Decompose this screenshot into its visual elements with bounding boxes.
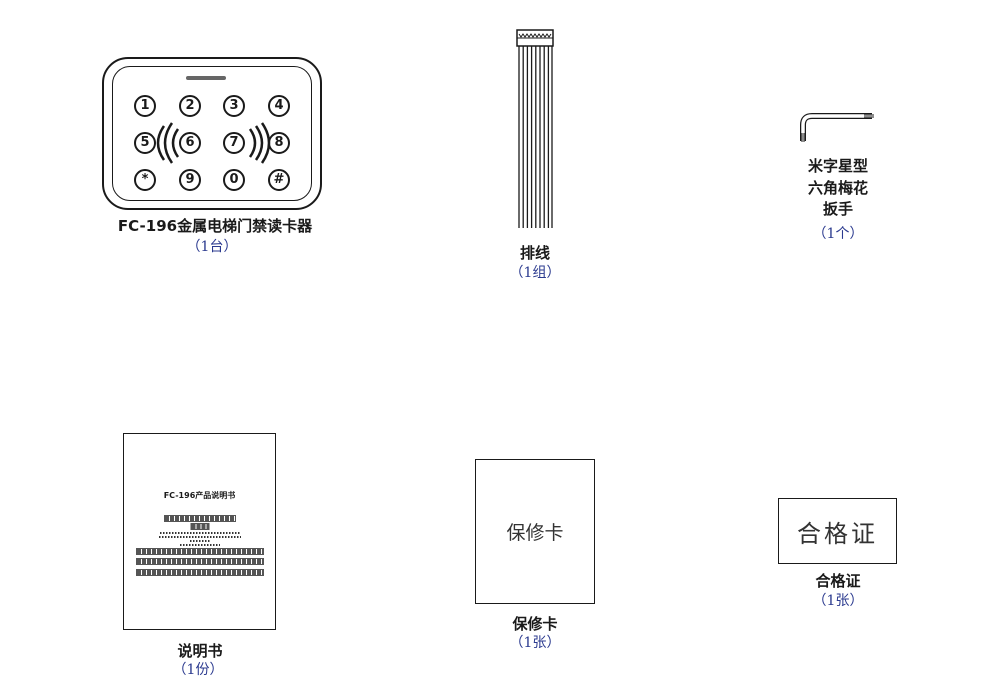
text-placeholder — [163, 515, 236, 522]
manual-title: FC-196产品说明书 — [163, 491, 236, 500]
keypad-key: 3 — [223, 95, 245, 117]
ribbon-cable-icon — [516, 29, 554, 228]
text-placeholder — [135, 569, 264, 576]
manual-quantity: （1份） — [172, 662, 224, 678]
wrench-label-line-1: 米字星型 — [807, 157, 869, 175]
keypad-key: 9 — [179, 169, 201, 191]
keypad-key: 0 — [223, 169, 245, 191]
indicator-bar — [186, 76, 226, 80]
wrench-quantity: （1个） — [812, 226, 864, 242]
certificate-text: 合格证 — [797, 519, 878, 548]
keypad-key: 2 — [179, 95, 201, 117]
text-placeholder — [190, 523, 209, 530]
keypad-key: 5 — [134, 132, 156, 154]
text-placeholder — [135, 558, 264, 565]
cable-quantity: （1组） — [509, 265, 561, 281]
certificate-card: 合格证 — [778, 498, 897, 564]
reader-inner-frame — [112, 66, 312, 201]
certificate-quantity: （1张） — [812, 593, 864, 609]
manual-page: FC-196产品说明书 — [123, 433, 276, 630]
certificate-label: 合格证 — [815, 572, 861, 590]
cable-label: 排线 — [519, 244, 551, 262]
keypad-key: 4 — [268, 95, 290, 117]
text-placeholder — [179, 544, 220, 546]
torx-wrench-icon — [800, 113, 874, 142]
text-placeholder — [189, 540, 210, 542]
keypad-key: 7 — [223, 132, 245, 154]
reader-outer-frame — [102, 57, 322, 210]
keypad-key: * — [134, 169, 156, 191]
reader-quantity: （1台） — [186, 239, 238, 255]
warranty-label: 保修卡 — [512, 615, 558, 633]
wrench-label-line-2: 六角梅花 — [807, 179, 869, 197]
text-placeholder — [135, 548, 264, 555]
reader-label: FC-196金属电梯门禁读卡器 — [117, 217, 313, 235]
wrench-label-line-3: 扳手 — [822, 200, 854, 218]
warranty-quantity: （1张） — [509, 635, 561, 651]
text-placeholder — [158, 536, 241, 538]
nfc-waves-icon — [156, 122, 271, 164]
warranty-card: 保修卡 — [475, 459, 595, 604]
keypad-key: # — [268, 169, 290, 191]
keypad-key: 6 — [179, 132, 201, 154]
manual-label: 说明书 — [177, 642, 223, 660]
text-placeholder — [159, 532, 240, 534]
warranty-card-text: 保修卡 — [506, 522, 564, 544]
keypad-key: 1 — [134, 95, 156, 117]
